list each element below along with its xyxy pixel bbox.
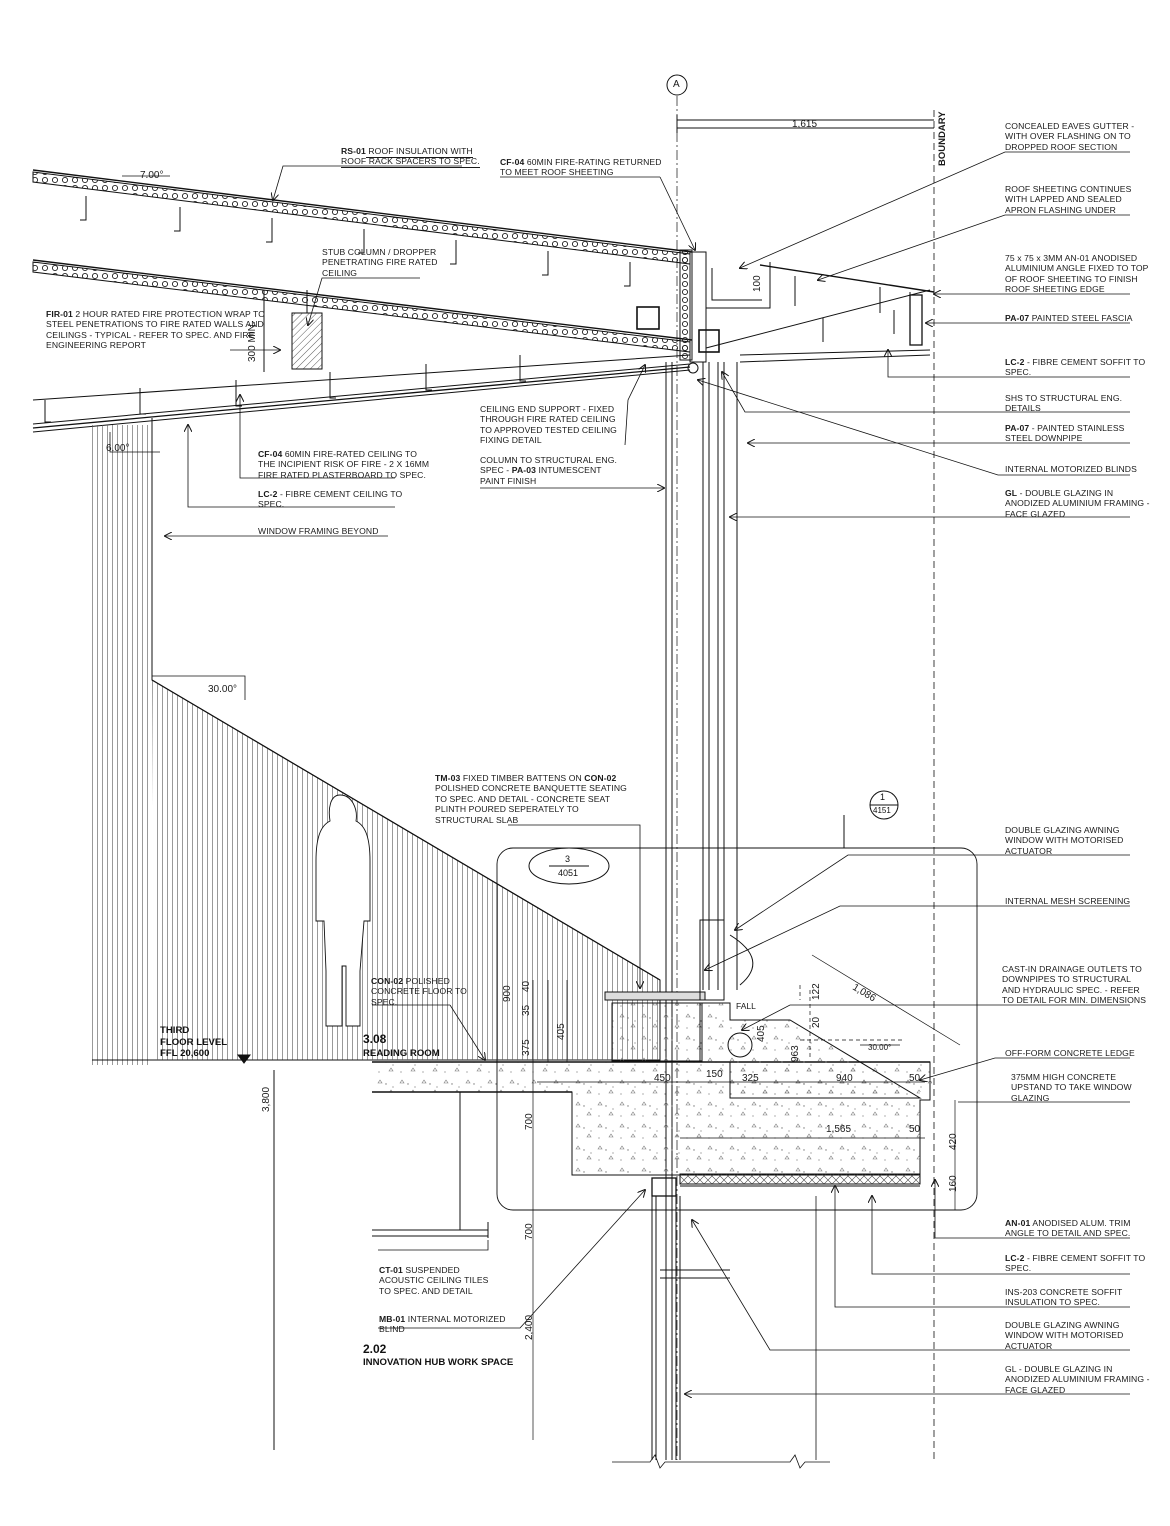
fall-label: FALL bbox=[736, 1001, 756, 1011]
detail-tag-1-sheet: 4151 bbox=[873, 806, 891, 815]
detail-tag-3-number: 3 bbox=[565, 854, 571, 864]
note-awning-lower: DOUBLE GLAZING AWNING WINDOW WITH MOTORI… bbox=[1005, 1320, 1124, 1351]
grid-label-a: A bbox=[673, 79, 680, 90]
note-ct01: CT-01 SUSPENDED ACOUSTIC CEILING TILES T… bbox=[379, 1265, 489, 1296]
dim-405a: 405 bbox=[556, 1023, 567, 1040]
note-drainage-outlets: CAST-IN DRAINAGE OUTLETS TO DOWNPIPES TO… bbox=[1002, 964, 1147, 1006]
note-gl-lower: GL - DOUBLE GLAZING IN ANODIZED ALUMINIU… bbox=[1005, 1364, 1150, 1395]
hub-room-name: INNOVATION HUB WORK SPACE bbox=[363, 1357, 514, 1368]
dim-450: 450 bbox=[654, 1073, 671, 1084]
note-cf04-roof: CF-04 60MIN FIRE-RATING RETURNED TO MEET… bbox=[500, 157, 662, 178]
note-mesh-screening: INTERNAL MESH SCREENING bbox=[1005, 896, 1131, 906]
dim-940: 940 bbox=[836, 1073, 853, 1084]
note-motorized-blinds: INTERNAL MOTORIZED BLINDS bbox=[1005, 464, 1137, 474]
note-stub-column: STUB COLUMN / DROPPER PENETRATING FIRE R… bbox=[322, 247, 438, 278]
dim-700a: 700 bbox=[524, 1113, 535, 1130]
reading-room-name: READING ROOM bbox=[363, 1048, 440, 1059]
dim-50b: 50 bbox=[909, 1124, 921, 1135]
dim-20: 20 bbox=[811, 1016, 822, 1028]
note-roof-sheeting: ROOF SHEETING CONTINUES WITH LAPPED AND … bbox=[1005, 184, 1132, 215]
note-aluminium-angle: 75 x 75 x 3MM AN-01 ANODISED ALUMINIUM A… bbox=[1005, 253, 1149, 295]
ledge-angle: 30.00° bbox=[868, 1043, 892, 1052]
dim-3800: 3,800 bbox=[261, 1086, 272, 1112]
dim-963: 963 bbox=[790, 1045, 801, 1062]
dim-2400: 2,400 bbox=[524, 1314, 535, 1340]
dim-1565: 1,565 bbox=[826, 1124, 852, 1135]
dim-160: 160 bbox=[948, 1175, 959, 1192]
boundary-label: BOUNDARY bbox=[937, 111, 948, 166]
note-fir01: FIR-01 2 HOUR RATED FIRE PROTECTION WRAP… bbox=[46, 309, 266, 351]
note-tm03: TM-03 FIXED TIMBER BATTENS ON CON-02 POL… bbox=[435, 773, 627, 825]
note-awning-upper: DOUBLE GLAZING AWNING WINDOW WITH MOTORI… bbox=[1005, 825, 1124, 856]
stair-angle: 30.00° bbox=[208, 684, 238, 695]
note-concrete-upstand: 375MM HIGH CONCRETE UPSTAND TO TAKE WIND… bbox=[1011, 1072, 1132, 1103]
note-lc2-soffit: LC-2 - FIBRE CEMENT SOFFIT TO SPEC. bbox=[1005, 357, 1146, 378]
note-pa07-downpipe: PA-07 - PAINTED STAINLESS STEEL DOWNPIPE bbox=[1005, 423, 1125, 444]
dim-900: 900 bbox=[502, 985, 513, 1002]
dim-420: 420 bbox=[948, 1133, 959, 1150]
dim-40: 40 bbox=[521, 980, 532, 992]
dim-35: 35 bbox=[521, 1004, 532, 1016]
note-rs01: RS-01 ROOF INSULATION WITH ROOF RACK SPA… bbox=[341, 146, 480, 169]
dim-375: 375 bbox=[521, 1039, 532, 1056]
dim-405b: 405 bbox=[756, 1025, 767, 1042]
dim-325: 325 bbox=[742, 1073, 759, 1084]
dim-150: 150 bbox=[706, 1069, 723, 1080]
note-column-pa03: COLUMN TO STRUCTURAL ENG. SPEC - PA-03 I… bbox=[480, 455, 617, 486]
note-cf04-ceiling: CF-04 60MIN FIRE-RATED CEILING TO THE IN… bbox=[258, 449, 430, 480]
dim-fascia: 100 bbox=[752, 275, 763, 292]
detail-tag-3-sheet: 4051 bbox=[558, 868, 579, 878]
ceiling-angle: 6.00° bbox=[106, 443, 130, 454]
note-con02-floor: CON-02 POLISHED CONCRETE FLOOR TO SPEC. bbox=[371, 976, 467, 1007]
note-lc2-ceiling: LC-2 - FIBRE CEMENT CEILING TO SPEC. bbox=[258, 489, 403, 510]
note-lc2-soffit-lower: LC-2 - FIBRE CEMENT SOFFIT TO SPEC. bbox=[1005, 1253, 1146, 1274]
detail-tag-1-number: 1 bbox=[880, 792, 886, 802]
roof-angle: 7.00° bbox=[140, 170, 164, 181]
note-an01-trim: AN-01 ANODISED ALUM. TRIM ANGLE TO DETAI… bbox=[1005, 1218, 1131, 1239]
note-shs: SHS TO STRUCTURAL ENG. DETAILS bbox=[1005, 393, 1123, 414]
note-mb01: MB-01 INTERNAL MOTORIZED BLIND bbox=[379, 1314, 506, 1335]
floor-level-label: THIRD FLOOR LEVEL FFL 20,600 bbox=[160, 1025, 228, 1059]
note-window-framing: WINDOW FRAMING BEYOND bbox=[258, 526, 379, 536]
note-pa07-fascia: PA-07 PAINTED STEEL FASCIA bbox=[1005, 313, 1133, 323]
hub-room-number: 2.02 bbox=[363, 1342, 387, 1356]
note-ins203: INS-203 CONCRETE SOFFIT INSULATION TO SP… bbox=[1005, 1287, 1123, 1308]
note-gl-upper: GL - DOUBLE GLAZING IN ANODIZED ALUMINIU… bbox=[1005, 488, 1150, 519]
note-concrete-ledge: OFF-FORM CONCRETE LEDGE bbox=[1005, 1048, 1135, 1058]
dim-overhang: 1,615 bbox=[792, 119, 818, 130]
note-eaves-gutter: CONCEALED EAVES GUTTER - WITH OVER FLASH… bbox=[1005, 121, 1135, 152]
dim-700b: 700 bbox=[524, 1223, 535, 1240]
note-ceiling-end-support: CEILING END SUPPORT - FIXED THROUGH FIRE… bbox=[480, 404, 617, 446]
dim-122: 122 bbox=[811, 983, 822, 1000]
dim-50a: 50 bbox=[909, 1073, 921, 1084]
reading-room-number: 3.08 bbox=[363, 1032, 387, 1046]
